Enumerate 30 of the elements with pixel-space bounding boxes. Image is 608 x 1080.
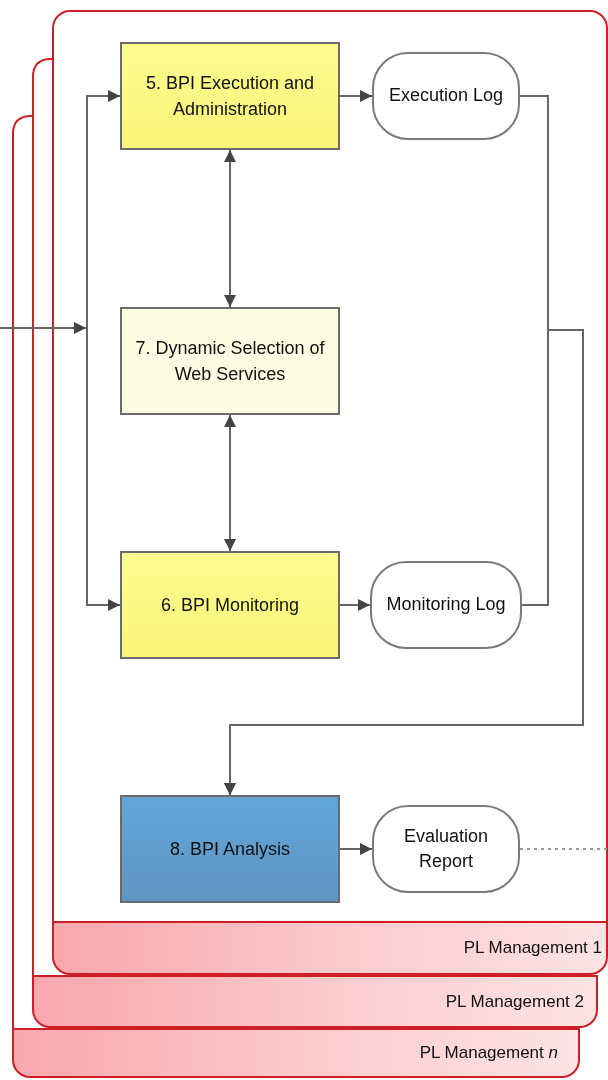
panel (52, 10, 608, 975)
arrow (86, 327, 121, 611)
arrow (224, 414, 236, 552)
box-label: 8. BPI Analysis (169, 837, 291, 861)
box-label: Execution Log (388, 84, 504, 108)
box-label: 6. BPI Monitoring (160, 593, 300, 617)
dotted-line (519, 848, 608, 850)
arrow (0, 322, 87, 334)
panel-band (12, 1028, 580, 1078)
arrow (224, 329, 584, 796)
panel-band (32, 975, 598, 1028)
arrow (224, 149, 236, 308)
panel-label: PL Management n (419, 1043, 558, 1063)
process-box (120, 795, 340, 903)
arrow (339, 843, 373, 855)
panel-label: PL Management 1 (463, 937, 602, 959)
process-box (120, 42, 340, 150)
box-label: Evaluation Report (402, 824, 490, 873)
data-store-pill (372, 52, 520, 140)
process-box (120, 307, 340, 415)
arrow (86, 90, 121, 329)
data-store-pill (370, 561, 522, 649)
data-store-pill (372, 805, 520, 893)
arrow (339, 599, 371, 611)
arrow (339, 90, 373, 102)
box-label: 7. Dynamic Selection of Web Services (134, 336, 326, 386)
box-label: Monitoring Log (386, 593, 506, 617)
panel-label: PL Management 2 (445, 991, 584, 1012)
process-box (120, 551, 340, 659)
box-label: 5. BPI Execution and Administration (144, 71, 316, 121)
